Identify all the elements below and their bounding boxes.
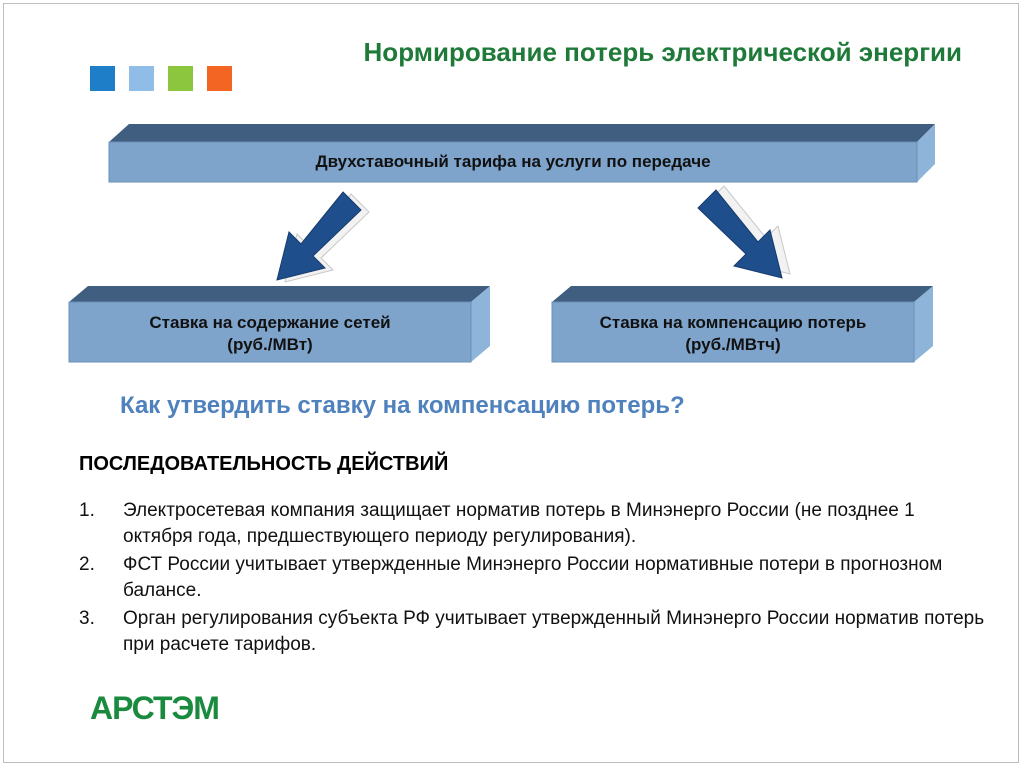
arrow-right-icon xyxy=(697,185,791,279)
list-item: 3. Орган регулирования субъекта РФ учиты… xyxy=(79,606,989,658)
step-text: Электросетевая компания защищает нормати… xyxy=(123,500,915,547)
square-blue xyxy=(90,66,115,91)
color-squares xyxy=(90,66,232,91)
left-box-shape xyxy=(68,286,490,363)
top-box-shape xyxy=(108,124,935,183)
left-box-line1: Ставка на содержание сетей xyxy=(149,313,391,332)
step-text: ФСТ России учитывает утвержденные Минэне… xyxy=(123,554,943,601)
page-title: Нормирование потерь электрической энерги… xyxy=(363,37,962,67)
question-heading: Как утвердить ставку на компенсацию поте… xyxy=(120,392,685,419)
step-text: Орган регулирования субъекта РФ учитывае… xyxy=(123,608,985,655)
step-number: 2. xyxy=(79,554,95,575)
right-box-line1: Ставка на компенсацию потерь xyxy=(599,313,867,332)
right-box-shape xyxy=(551,286,933,363)
square-light-blue xyxy=(129,66,154,91)
top-tariff-box: Двухставочный тарифа на услуги по переда… xyxy=(105,122,940,184)
square-orange xyxy=(207,66,232,91)
list-item: 1. Электросетевая компания защищает норм… xyxy=(79,498,989,550)
company-logo: АРСТЭМ xyxy=(90,690,220,726)
sequence-heading: ПОСЛЕДОВАТЕЛЬНОСТЬ ДЕЙСТВИЙ xyxy=(79,453,449,475)
square-green xyxy=(168,66,193,91)
step-number: 1. xyxy=(79,500,95,521)
arrow-left-icon xyxy=(276,191,370,283)
steps-list: 1. Электросетевая компания защищает норм… xyxy=(79,498,989,660)
top-box-label: Двухставочный тарифа на услуги по переда… xyxy=(315,152,711,171)
slide-frame xyxy=(3,3,1019,763)
network-rate-box: Ставка на содержание сетей (руб./МВт) xyxy=(66,284,494,364)
loss-compensation-box: Ставка на компенсацию потерь (руб./МВтч) xyxy=(549,284,937,364)
left-box-line2: (руб./МВт) xyxy=(227,335,313,354)
list-item: 2. ФСТ России учитывает утвержденные Мин… xyxy=(79,552,989,604)
right-box-line2: (руб./МВтч) xyxy=(685,335,781,354)
step-number: 3. xyxy=(79,608,95,629)
